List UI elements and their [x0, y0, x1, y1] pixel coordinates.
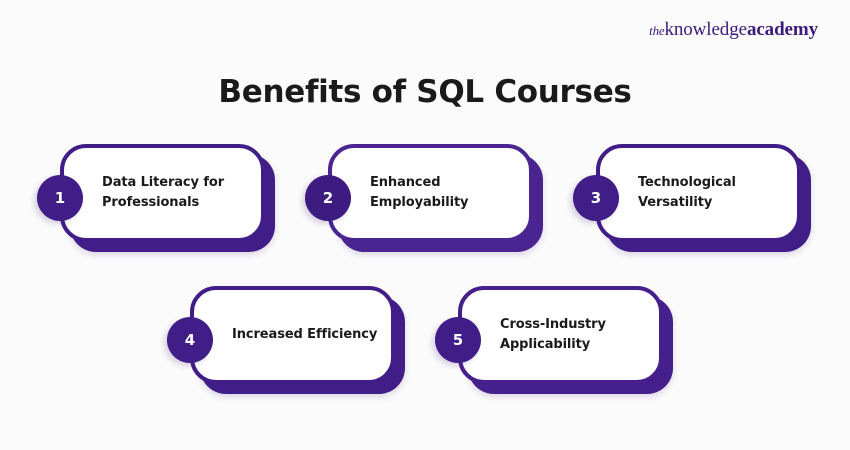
benefit-card-4: Increased Efficiency 4	[167, 286, 405, 394]
brand-logo: theknowledgeacademy	[649, 20, 818, 39]
benefit-card-1: Data Literacy for Professionals 1	[37, 144, 275, 252]
logo-knowledge-text: knowledge	[664, 19, 747, 40]
page-title: Benefits of SQL Courses	[218, 74, 632, 110]
logo-the-text: the	[649, 23, 665, 38]
card-label: Data Literacy for Professionals	[102, 174, 225, 210]
card-number-badge: 2	[305, 175, 351, 221]
card-label: Technological Versatility	[638, 174, 736, 210]
card-label: Enhanced Employability	[370, 174, 469, 210]
card-number-badge: 4	[167, 317, 213, 363]
card-number-badge: 1	[37, 175, 83, 221]
benefit-card-5: Cross-Industry Applicability 5	[435, 286, 673, 394]
logo-academy-text: academy	[746, 19, 818, 40]
card-face: Technological Versatility	[596, 144, 801, 242]
card-number-badge: 3	[573, 175, 619, 221]
card-face: Enhanced Employability	[328, 144, 533, 242]
benefit-card-3: Technological Versatility 3	[573, 144, 811, 252]
card-label: Cross-Industry Applicability	[500, 316, 606, 352]
card-face: Increased Efficiency	[190, 286, 395, 384]
card-number-badge: 5	[435, 317, 481, 363]
card-face: Data Literacy for Professionals	[60, 144, 265, 242]
benefit-card-2: Enhanced Employability 2	[305, 144, 543, 252]
card-face: Cross-Industry Applicability	[458, 286, 663, 384]
card-label: Increased Efficiency	[232, 326, 378, 342]
